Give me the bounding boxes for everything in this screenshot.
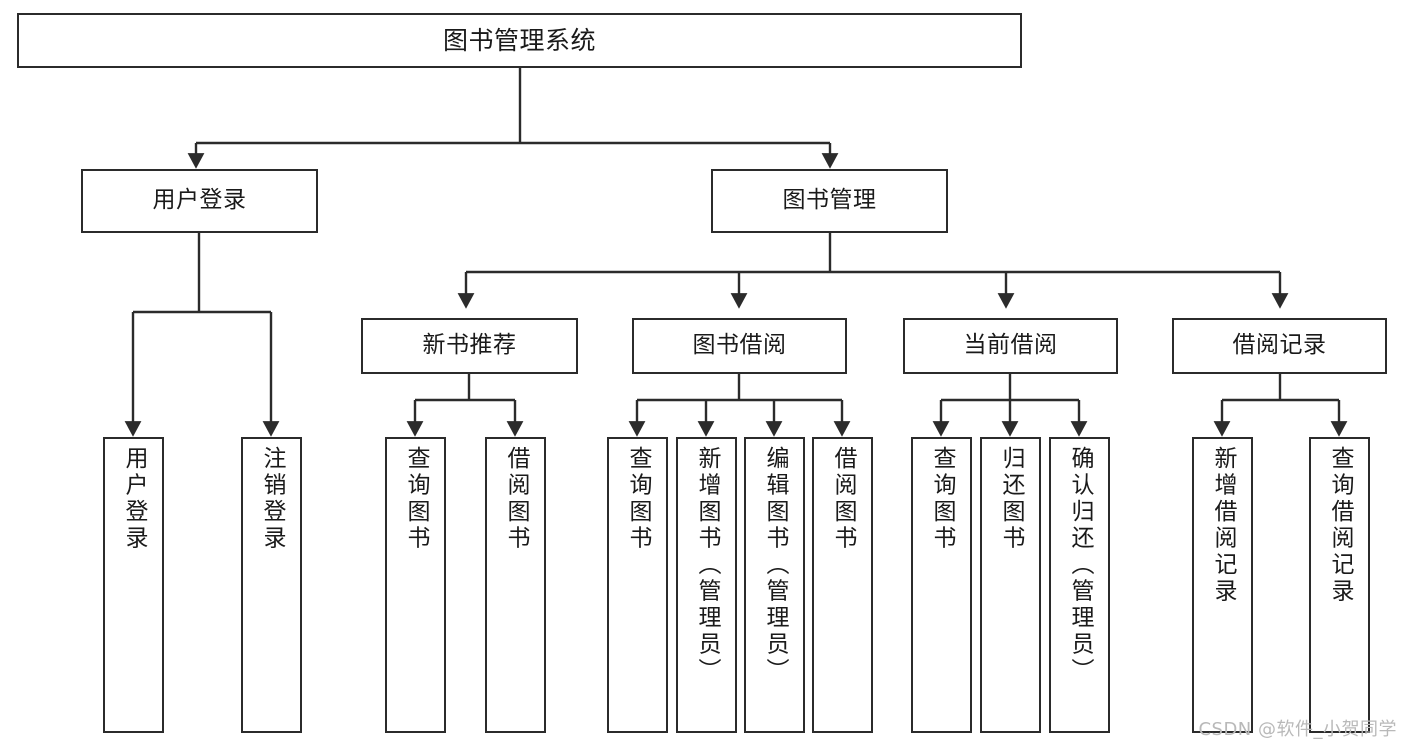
node-book-borrow[interactable]: 图书借阅 [632,318,847,374]
leaf-node-return-book[interactable]: 归还图书 [980,437,1041,733]
node-label: 借阅记录 [1232,332,1327,359]
node-label: 确认归还（管理员） [1067,446,1093,685]
leaf-node-add-book-admin[interactable]: 新增图书（管理员） [676,437,737,733]
node-label: 新增借阅记录 [1210,446,1236,605]
leaf-node-edit-book-admin[interactable]: 编辑图书（管理员） [744,437,805,733]
leaf-node-user-login[interactable]: 用户登录 [103,437,164,733]
leaf-node-borrow-book-recommend[interactable]: 借阅图书 [485,437,546,733]
node-label: 查询图书 [929,446,955,552]
node-new-book-recommend[interactable]: 新书推荐 [361,318,578,374]
leaf-node-logout[interactable]: 注销登录 [241,437,302,733]
node-label: 归还图书 [998,446,1024,552]
node-label: 注销登录 [259,446,285,552]
leaf-node-query-book-current[interactable]: 查询图书 [911,437,972,733]
node-borrow-record[interactable]: 借阅记录 [1172,318,1387,374]
node-book-management[interactable]: 图书管理 [711,169,948,233]
leaf-node-add-borrow-record[interactable]: 新增借阅记录 [1192,437,1253,733]
node-label: 查询借阅记录 [1327,446,1353,605]
node-root-book-management-system[interactable]: 图书管理系统 [17,13,1022,68]
node-label: 新书推荐 [422,332,517,359]
node-label: 借阅图书 [503,446,529,552]
node-label: 用户登录 [152,187,247,214]
node-label: 借阅图书 [830,446,856,552]
node-user-login[interactable]: 用户登录 [81,169,318,233]
leaf-node-query-borrow-record[interactable]: 查询借阅记录 [1309,437,1370,733]
csdn-watermark: CSDN @软件_小贺同学 [1198,719,1397,740]
node-label: 图书管理 [782,187,877,214]
leaf-node-borrow-book[interactable]: 借阅图书 [812,437,873,733]
node-current-borrow[interactable]: 当前借阅 [903,318,1118,374]
node-label: 图书借阅 [692,332,787,359]
node-label: 编辑图书（管理员） [762,446,788,685]
leaf-node-confirm-return-admin[interactable]: 确认归还（管理员） [1049,437,1110,733]
node-label: 查询图书 [625,446,651,552]
leaf-node-query-book-borrow[interactable]: 查询图书 [607,437,668,733]
leaf-node-query-book-recommend[interactable]: 查询图书 [385,437,446,733]
node-label: 查询图书 [403,446,429,552]
node-label: 用户登录 [121,446,147,552]
node-label: 新增图书（管理员） [694,446,720,685]
node-label: 图书管理系统 [442,25,596,55]
node-label: 当前借阅 [963,332,1058,359]
